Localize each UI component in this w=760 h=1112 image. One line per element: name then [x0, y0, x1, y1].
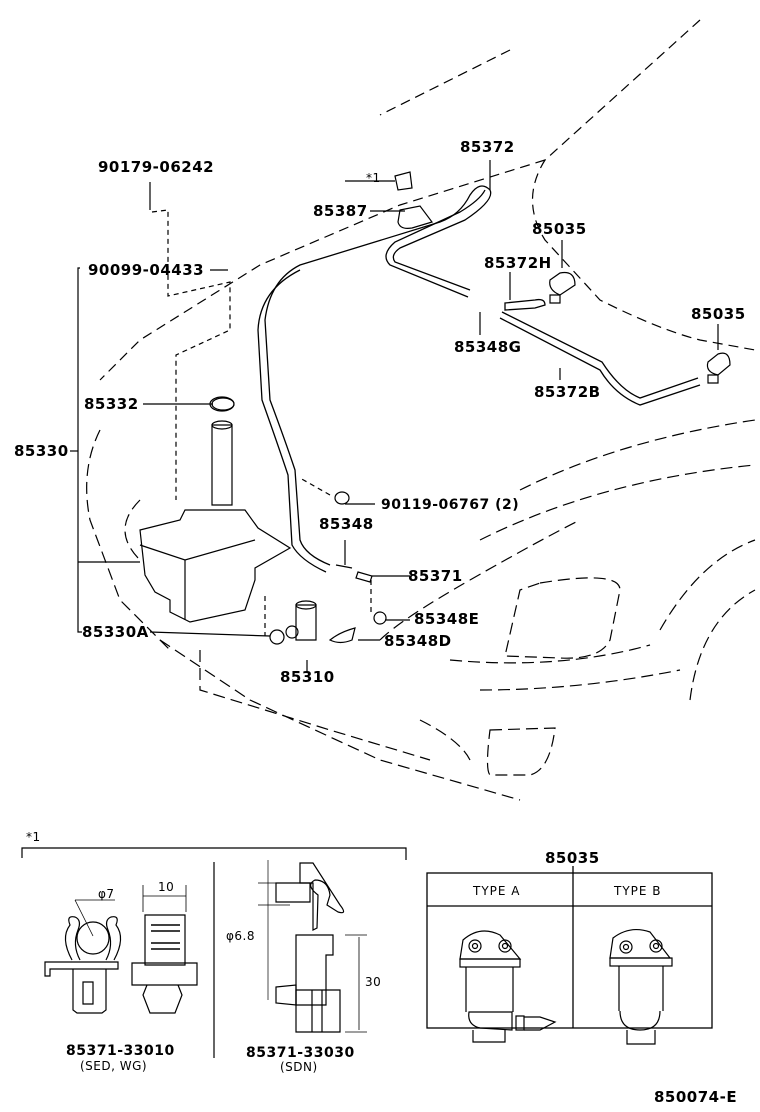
callout-85387: 85387: [313, 202, 368, 220]
callout-85348e: 85348E: [414, 610, 480, 628]
callout-85372h: 85372H: [484, 254, 552, 272]
callout-85372: 85372: [460, 138, 515, 156]
clip2-part-number: 85371-33030: [246, 1045, 355, 1061]
clip2-note: (SDN): [280, 1060, 318, 1074]
callout-85348d: 85348D: [384, 632, 452, 650]
nozzle-detail-table: [426, 866, 713, 1029]
callout-85348: 85348: [319, 515, 374, 533]
callout-85330a: 85330A: [82, 623, 149, 641]
clip1-drawing: [44, 885, 198, 1014]
callout-85310: 85310: [280, 668, 335, 686]
detail-bracket: [21, 847, 407, 1058]
drawing-number: 850074-E: [654, 1088, 738, 1106]
callout-90099-04433: 90099-04433: [88, 261, 205, 279]
nozzle-type-a-header: TYPE A: [473, 884, 521, 898]
clip1-note: (SED, WG): [80, 1059, 148, 1073]
pump-parts: [211, 171, 731, 645]
nozzle-type-b-drawing: [609, 928, 673, 1045]
nozzle-type-a-drawing: [459, 930, 557, 1043]
clip1-width-dim: 10: [158, 880, 175, 894]
callout-85330: 85330: [14, 442, 69, 460]
callout-85035-right: 85035: [691, 305, 746, 323]
leader-lines: [70, 160, 719, 672]
callout-90119-06767: 90119-06767 (2): [381, 497, 520, 513]
nozzle-detail-part-number: 85035: [545, 849, 600, 867]
hood-outline: [99, 19, 756, 381]
callout-90179-06242: 90179-06242: [98, 158, 215, 176]
callout-85372b: 85372B: [534, 383, 601, 401]
callout-85371: 85371: [408, 567, 463, 585]
clip2-diameter-dim: φ6.8: [226, 929, 255, 943]
hoses: [257, 185, 701, 573]
callout-85035-upper: 85035: [532, 220, 587, 238]
detail-clips-header: *1: [26, 830, 41, 844]
clip2-height-dim: 30: [365, 975, 382, 989]
clip1-part-number: 85371-33010: [66, 1043, 175, 1059]
callout-85348g: 85348G: [454, 338, 522, 356]
clip2-drawing: [258, 860, 367, 1033]
callout-star1: *1: [366, 171, 381, 185]
nozzle-type-b-header: TYPE B: [614, 884, 662, 898]
callout-85332: 85332: [84, 395, 139, 413]
body-outline: [86, 419, 756, 801]
washer-tank: [139, 396, 292, 623]
dashed-connectors: [151, 209, 372, 636]
clip1-diameter-dim: φ7: [98, 887, 115, 901]
